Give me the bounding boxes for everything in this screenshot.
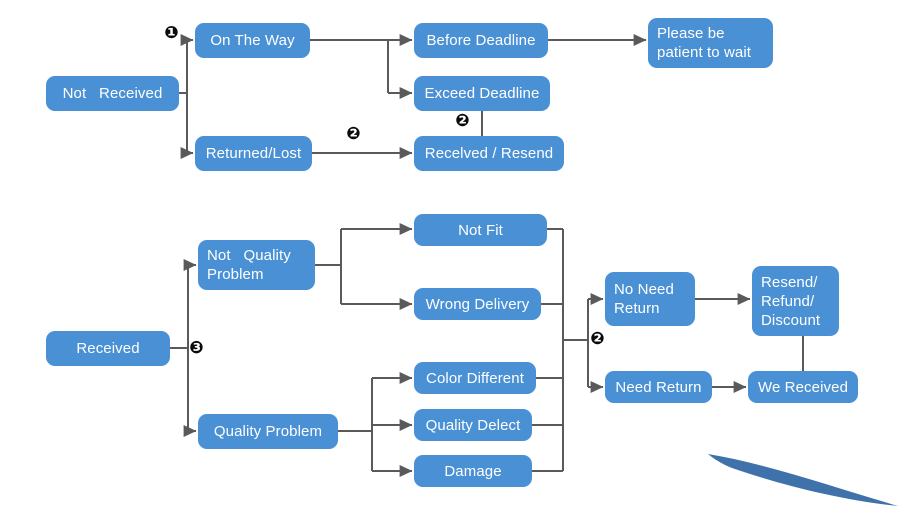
- node-color-different[interactable]: Color Different: [414, 362, 536, 394]
- badge-two-return-decision: ❷: [590, 329, 605, 349]
- node-exceed-deadline[interactable]: Exceed Deadline: [414, 76, 550, 111]
- node-before-deadline[interactable]: Before Deadline: [414, 23, 548, 58]
- node-need-return[interactable]: Need Return: [605, 371, 712, 403]
- decorative-swoosh: [708, 454, 898, 506]
- node-quality-problem[interactable]: Quality Problem: [198, 414, 338, 449]
- node-not-quality-problem[interactable]: Not Quality Problem: [198, 240, 315, 290]
- node-received[interactable]: Received: [46, 331, 170, 366]
- node-we-received[interactable]: We Received: [748, 371, 858, 403]
- node-not-fit[interactable]: Not Fit: [414, 214, 547, 246]
- badge-three: ❸: [189, 338, 204, 358]
- node-returned-lost[interactable]: Returned/Lost: [195, 136, 312, 171]
- node-damage[interactable]: Damage: [414, 455, 532, 487]
- node-no-need-return[interactable]: No Need Return: [605, 272, 695, 326]
- badge-one: ❶: [164, 23, 179, 43]
- node-resend-refund-discount[interactable]: Resend/ Refund/ Discount: [752, 266, 839, 336]
- node-not-received[interactable]: Not Received: [46, 76, 179, 111]
- node-received-resend[interactable]: Recelved / Resend: [414, 136, 564, 171]
- node-on-the-way[interactable]: On The Way: [195, 23, 310, 58]
- node-quality-defect[interactable]: Quality Delect: [414, 409, 532, 441]
- node-wrong-delivery[interactable]: Wrong Delivery: [414, 288, 541, 320]
- badge-two-returned-lost: ❷: [346, 124, 361, 144]
- badge-two-exceed-deadline: ❷: [455, 111, 470, 131]
- node-please-be-patient[interactable]: Please be patient to wait: [648, 18, 773, 68]
